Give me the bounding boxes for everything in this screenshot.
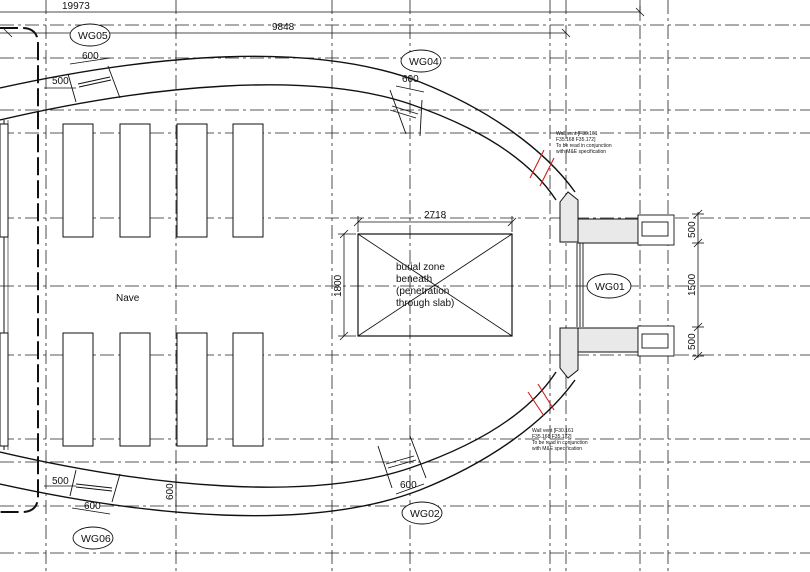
end-box-lower <box>637 325 675 357</box>
burial-zone-rect <box>357 233 513 337</box>
tag-wg02: WG02 <box>401 501 443 525</box>
nave-walls <box>0 55 576 517</box>
tag-wg02-label: WG02 <box>410 508 440 520</box>
dimension-bottom-wall-label: 600 <box>165 483 176 500</box>
dimension-burial-width: 2718 <box>353 210 517 232</box>
pew <box>232 332 264 447</box>
window-wg02-opening <box>377 435 427 489</box>
note-upper-vent-line3: To be read in conjunction <box>556 143 612 149</box>
burial-zone-label-3: (penetration <box>396 286 449 297</box>
end-box-upper-inner <box>641 221 669 237</box>
note-lower-vent-line3: To be read in conjunction <box>532 440 588 446</box>
dimension-wg02-width-label: 600 <box>400 480 417 491</box>
dimension-wg06-width-label: 600 <box>84 501 101 512</box>
end-box-lower-inner <box>641 333 669 349</box>
window-wg04-opening <box>389 89 423 137</box>
pier-lower <box>559 327 579 379</box>
wall-vent-upper <box>529 149 555 187</box>
tag-wg04: WG04 <box>400 49 442 73</box>
note-lower-vent-line1: Wall vent [F30.161 <box>532 428 574 434</box>
dimension-wg05-width-label: 600 <box>82 51 99 62</box>
wing-wall-upper <box>577 218 639 244</box>
tag-wg06: WG06 <box>72 526 114 550</box>
dimension-wg06-width: 600 <box>71 501 111 515</box>
east-end <box>559 191 675 379</box>
note-lower-vent: Wall vent [F30.161 F35.168 F35.172] To b… <box>532 428 588 452</box>
window-wg05-opening <box>67 65 121 103</box>
burial-zone: burial zone beneath (penetration through… <box>357 233 513 337</box>
tag-wg01: WG01 <box>586 273 632 299</box>
pew <box>62 332 94 447</box>
pew <box>62 123 94 238</box>
dimension-wg01-lower-label: 500 <box>687 333 698 350</box>
dimension-wg01-upper-label: 500 <box>687 221 698 238</box>
pier-upper <box>559 191 579 243</box>
note-lower-vent-line4: with M&E specification <box>532 446 582 452</box>
dimension-burial-height-label: 1800 <box>333 274 344 297</box>
dimension-bottom-wall: 600 <box>165 474 177 506</box>
inner-wall-top <box>0 84 557 201</box>
outer-wall-top <box>0 55 576 193</box>
tag-wg06-label: WG06 <box>81 533 111 545</box>
note-upper-vent-line1: Wall vent [F30.161 <box>556 131 598 137</box>
burial-zone-label-1: burial zone <box>396 262 445 273</box>
pew <box>119 123 151 238</box>
dimension-wg01-middle-label: 1500 <box>687 273 698 296</box>
pews-lower <box>0 332 264 447</box>
pew <box>176 123 208 238</box>
pew <box>0 332 9 447</box>
dimension-wg06-side-label: 500 <box>52 476 69 487</box>
tag-wg01-label: WG01 <box>595 281 625 293</box>
pew <box>176 332 208 447</box>
pews-upper <box>0 123 264 238</box>
end-box-upper <box>637 214 675 246</box>
burial-zone-label-2: beneath <box>396 274 432 285</box>
note-upper-vent: Wall vent [F30.161 F35.168 F35.172] To b… <box>556 131 612 155</box>
dimension-burial-width-label: 2718 <box>424 210 447 221</box>
note-upper-vent-line2: F35.168 F35.172] <box>556 137 596 143</box>
inner-wall-bottom <box>0 371 557 488</box>
nave-label: Nave <box>116 293 140 304</box>
tag-wg05-label: WG05 <box>78 30 108 42</box>
burial-zone-label-4: through slab) <box>396 298 454 309</box>
dimension-wg05-width: 600 <box>69 51 111 65</box>
dimension-wg06-side: 500 <box>44 476 76 487</box>
dimension-overall-label: 19973 <box>62 1 90 12</box>
dimension-wg05-side: 500 <box>44 76 76 89</box>
dimension-inner-label: 9848 <box>272 22 295 33</box>
dimension-wg04-width: 600 <box>395 74 425 93</box>
pew <box>0 123 9 238</box>
wall-vent-lower <box>527 383 555 417</box>
outer-wall-bottom <box>0 379 576 517</box>
tag-wg04-label: WG04 <box>409 56 439 68</box>
dimension-wg01-stack: 500 1500 500 <box>687 209 704 361</box>
pew <box>119 332 151 447</box>
left-boundary <box>0 27 39 513</box>
dimension-burial-height: 1800 <box>333 229 356 341</box>
pew <box>232 123 264 238</box>
dimension-wg04-width-label: 600 <box>402 74 419 85</box>
dimension-wg02-width: 600 <box>395 480 425 495</box>
window-wg06-opening <box>69 469 121 503</box>
note-lower-vent-line2: F35.168 F35.172] <box>532 434 572 440</box>
dimension-wg05-side-label: 500 <box>52 76 69 87</box>
note-upper-vent-line4: with M&E specification <box>556 149 606 155</box>
dimension-overall: 19973 <box>0 1 645 18</box>
wing-wall-lower <box>577 327 639 353</box>
tag-wg05: WG05 <box>69 23 111 47</box>
